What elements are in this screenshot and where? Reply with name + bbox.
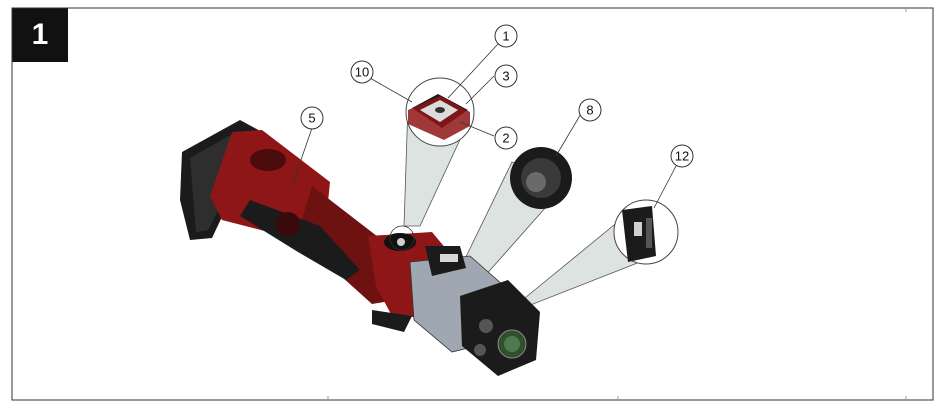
side-knob <box>276 212 300 236</box>
top-port <box>250 149 286 171</box>
detail-rotary-head <box>405 77 475 147</box>
border-ticks <box>327 8 907 400</box>
callout-circle <box>670 144 694 168</box>
main-housing <box>210 130 396 304</box>
handle-grip <box>298 186 396 304</box>
detail-jaw-bolt <box>510 147 572 209</box>
callout-circle <box>494 24 518 48</box>
callout-8: 8 <box>578 98 602 122</box>
callout-circle <box>578 98 602 122</box>
callout-label: 10 <box>355 65 369 80</box>
locator-ring <box>389 225 415 251</box>
trigger <box>372 310 412 332</box>
callout-10: 10 <box>350 60 374 84</box>
callout-label: 5 <box>308 111 315 126</box>
callout-label: 3 <box>502 69 509 84</box>
press-jaw <box>460 280 540 376</box>
callout-circle <box>350 60 374 84</box>
callout-2: 2 <box>494 126 518 150</box>
callout-label: 12 <box>675 149 689 164</box>
callout-circle <box>300 106 324 130</box>
callout-1: 1 <box>494 24 518 48</box>
callout-circle <box>494 126 518 150</box>
detail-latch <box>613 199 679 265</box>
outer-border <box>11 7 934 401</box>
leader-lines <box>291 43 677 209</box>
callout-circle <box>494 64 518 88</box>
callout-label: 8 <box>586 103 593 118</box>
callout-label: 1 <box>502 29 509 44</box>
callout-3: 3 <box>494 64 518 88</box>
callouts: 1 10 3 2 5 8 12 <box>300 24 694 168</box>
figure-number: 1 <box>12 8 68 62</box>
handle-underside <box>240 200 360 280</box>
callout-12: 12 <box>670 144 694 168</box>
callout-label: 2 <box>502 131 509 146</box>
callout-5: 5 <box>300 106 324 130</box>
